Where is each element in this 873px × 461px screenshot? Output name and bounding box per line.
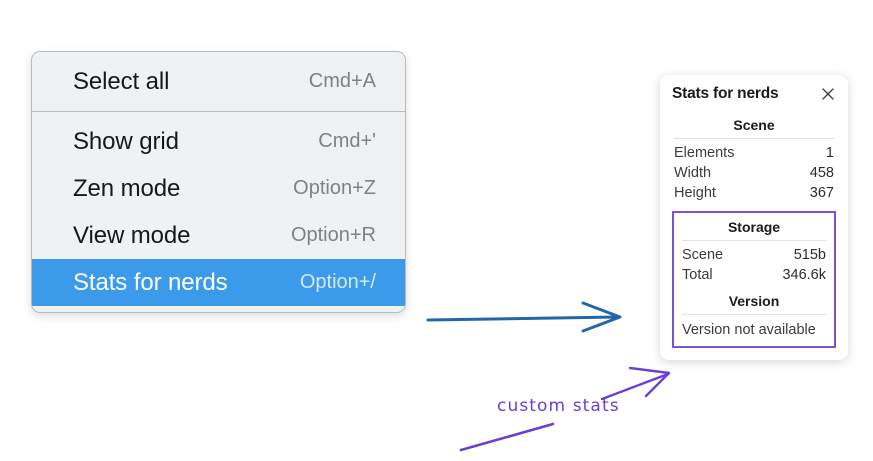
- stat-row: Elements 1: [672, 143, 836, 163]
- version-divider: [682, 314, 826, 315]
- purple-arrow-icon: [600, 366, 671, 401]
- menu-item-shortcut: Cmd+': [318, 130, 376, 152]
- stat-value: 346.6k: [782, 267, 826, 283]
- version-section-heading: Version: [728, 293, 780, 309]
- stat-row: Total 346.6k: [680, 265, 828, 285]
- stats-panel-title: Stats for nerds: [672, 85, 779, 102]
- menu-item-select-all[interactable]: Select all Cmd+A: [32, 58, 405, 105]
- menu-item-label: Stats for nerds: [73, 268, 228, 296]
- stat-row: Height 367: [672, 183, 836, 203]
- storage-section-heading: Storage: [727, 219, 781, 235]
- menu-item-view-mode[interactable]: View mode Option+R: [32, 212, 405, 259]
- menu-item-shortcut: Option+/: [299, 271, 376, 293]
- context-menu: Select all Cmd+A Show grid Cmd+' Zen mod…: [31, 51, 406, 313]
- stat-value: 515b: [793, 247, 826, 263]
- scene-section-heading: Scene: [733, 117, 775, 133]
- purple-underline-stroke: [459, 422, 555, 452]
- blue-arrow-icon: [426, 301, 622, 333]
- version-text: Version not available: [682, 322, 816, 338]
- menu-item-zen-mode[interactable]: Zen mode Option+Z: [32, 165, 405, 212]
- menu-item-label: Zen mode: [73, 174, 181, 202]
- stat-value: 367: [809, 185, 834, 201]
- menu-item-label: Show grid: [73, 127, 179, 155]
- menu-item-shortcut: Option+Z: [293, 177, 376, 199]
- storage-divider: [682, 240, 826, 241]
- stat-label: Height: [674, 185, 716, 201]
- stat-label: Width: [674, 165, 712, 181]
- custom-stats-highlight-box: Storage Scene 515b Total 346.6k Version …: [672, 211, 836, 348]
- close-icon[interactable]: [820, 86, 836, 102]
- menu-group-2: Show grid Cmd+' Zen mode Option+Z View m…: [32, 111, 405, 312]
- stat-row: Scene 515b: [680, 245, 828, 265]
- stat-label: Elements: [674, 145, 735, 161]
- stat-row: Width 458: [672, 163, 836, 183]
- menu-group-1: Select all Cmd+A: [32, 52, 405, 111]
- stats-panel-header: Stats for nerds: [672, 85, 836, 103]
- menu-item-label: View mode: [73, 221, 191, 249]
- menu-item-show-grid[interactable]: Show grid Cmd+': [32, 118, 405, 165]
- menu-item-stats-for-nerds[interactable]: Stats for nerds Option+/: [32, 259, 405, 306]
- scene-divider: [674, 138, 834, 139]
- stats-for-nerds-panel: Stats for nerds Scene Elements 1 Width 4…: [660, 75, 848, 360]
- menu-item-label: Select all: [73, 67, 170, 95]
- stat-label: Scene: [682, 247, 724, 263]
- stat-value: 1: [825, 145, 834, 161]
- stat-label: Total: [682, 267, 713, 283]
- stat-value: 458: [809, 165, 834, 181]
- custom-stats-annotation-label: custom stats: [497, 396, 620, 416]
- menu-item-shortcut: Cmd+A: [308, 70, 376, 92]
- menu-item-shortcut: Option+R: [290, 224, 376, 246]
